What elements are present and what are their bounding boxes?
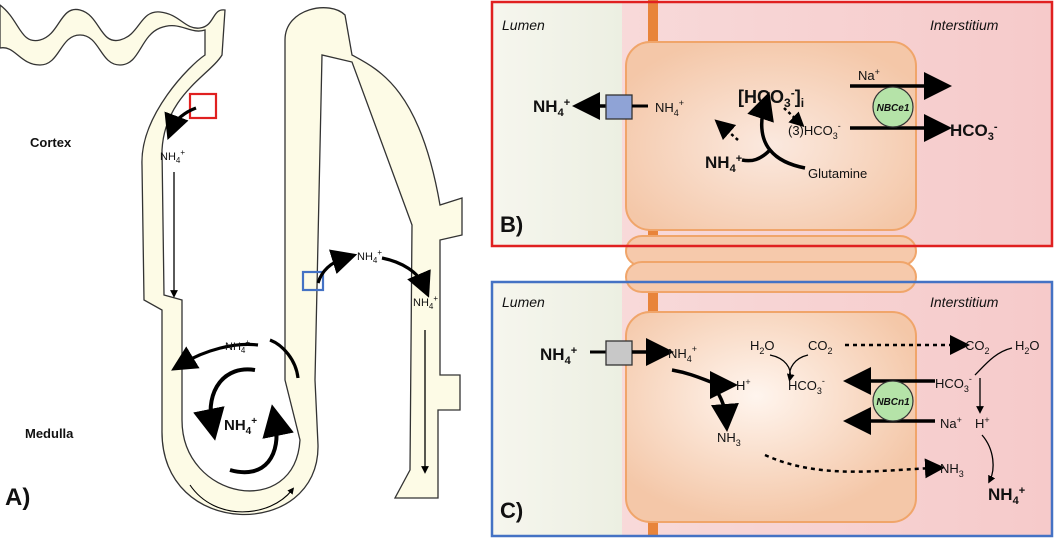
proton-cell-label: H+	[736, 377, 751, 393]
bicarbonate-interstitial-label: HCO3-	[935, 374, 972, 394]
nh4-produced-label: NH4+	[705, 153, 742, 175]
apical-exchanger	[605, 340, 633, 366]
nh4-cell-label: NH4+	[668, 344, 697, 364]
diffusion-arrow-to-collecting	[316, 249, 358, 284]
nephron-tubule	[0, 4, 463, 516]
nh4-dissociation-arrow-h	[671, 368, 738, 399]
panel-c-border	[490, 280, 1054, 538]
nh4-lumen-label: NH4+	[533, 97, 570, 119]
panel-c-label: C)	[500, 498, 523, 523]
nh4-ion-label: NH4+	[224, 416, 257, 437]
sodium-label: Na+	[940, 415, 962, 431]
secretion-arrow-collecting	[381, 256, 431, 298]
panel-b-proximal-tubule-cell: Lumen Interstitium B) NH4+ NH4+ [HCO3-]i…	[490, 0, 1054, 267]
reabsorption-arrow-thick-ascending	[171, 342, 259, 371]
lumen-region	[492, 282, 622, 536]
interstitium-label: Interstitium	[930, 17, 999, 33]
nh4-ion-label: NH4+	[413, 294, 438, 311]
nh3-diffusion-arrow	[764, 453, 945, 479]
co2-interstitial-label: CO2	[965, 338, 990, 356]
ammonia-interstitial-label: NH3	[940, 461, 964, 479]
bicarbonate-cell-label: HCO3-	[788, 376, 825, 396]
interstitial-hydration-arrow	[974, 347, 1013, 376]
recycling-loop-left	[193, 367, 256, 441]
panel-a-label: A)	[5, 484, 30, 511]
ammonium-formation-arrow	[981, 434, 996, 484]
nh4-ion-label: NH4+	[225, 338, 250, 355]
nh4-ion-label: NH4+	[357, 248, 382, 265]
panel-c-collecting-duct-cell: Lumen Interstitium C) NH4+ NH4+ H+ NH3 H…	[490, 261, 1054, 538]
hydration-arrow-co2	[789, 354, 809, 379]
proton-interstitial-label: H+	[975, 415, 990, 431]
epithelial-cell	[625, 41, 917, 231]
nbce1-transporter	[872, 86, 914, 128]
epithelial-cell	[625, 311, 917, 523]
nh4-dissociation-arrow-nh3	[708, 379, 739, 432]
ammonium-interstitial-label: NH4+	[988, 485, 1025, 507]
nbcn1-transporter	[872, 380, 914, 422]
region-medulla-label: Medulla	[25, 426, 74, 441]
panel-c-locator-box	[301, 270, 325, 292]
loop-flow-arrow	[189, 484, 295, 513]
ammonia-cell-label: NH3	[717, 430, 741, 448]
panel-b-locator-box	[188, 92, 218, 120]
nh4-ion-label: NH4+	[160, 148, 185, 165]
lumen-label: Lumen	[502, 17, 545, 33]
interstitium-label: Interstitium	[930, 294, 999, 310]
panel-a-nephron: Cortex Medulla A) NH4+ NH4+ NH4+ NH4+ NH…	[0, 4, 463, 516]
panel-b-label: B)	[500, 212, 523, 237]
recycling-loop-right	[229, 404, 294, 475]
co2-cell-label: CO2	[808, 338, 833, 356]
ammonium-production-arrow	[741, 148, 772, 163]
lumen-region	[492, 2, 622, 246]
adjacent-cell-top	[625, 261, 917, 293]
lumen-label: Lumen	[502, 294, 545, 310]
water-cell-label: H2O	[750, 338, 775, 356]
panel-b-border	[490, 0, 1054, 248]
region-cortex-label: Cortex	[30, 135, 72, 150]
nbcn1-label: NBCn1	[876, 397, 910, 408]
nhe3-exchanger	[605, 94, 633, 120]
sodium-label: Na+	[858, 67, 880, 83]
ascending-limb-arrow	[269, 338, 300, 379]
secretion-arrow	[164, 106, 197, 140]
nbce1-label: NBCe1	[877, 103, 910, 114]
nh4-lumen-label: NH4+	[540, 345, 577, 367]
water-interstitial-label: H2O	[1015, 338, 1040, 356]
intracellular-bicarbonate-label: [HCO3-]i	[738, 86, 804, 110]
bicarbonate-out-label: HCO3-	[950, 121, 998, 143]
glutamine-label: Glutamine	[808, 166, 867, 181]
nh4-cell-label: NH4+	[655, 98, 684, 118]
